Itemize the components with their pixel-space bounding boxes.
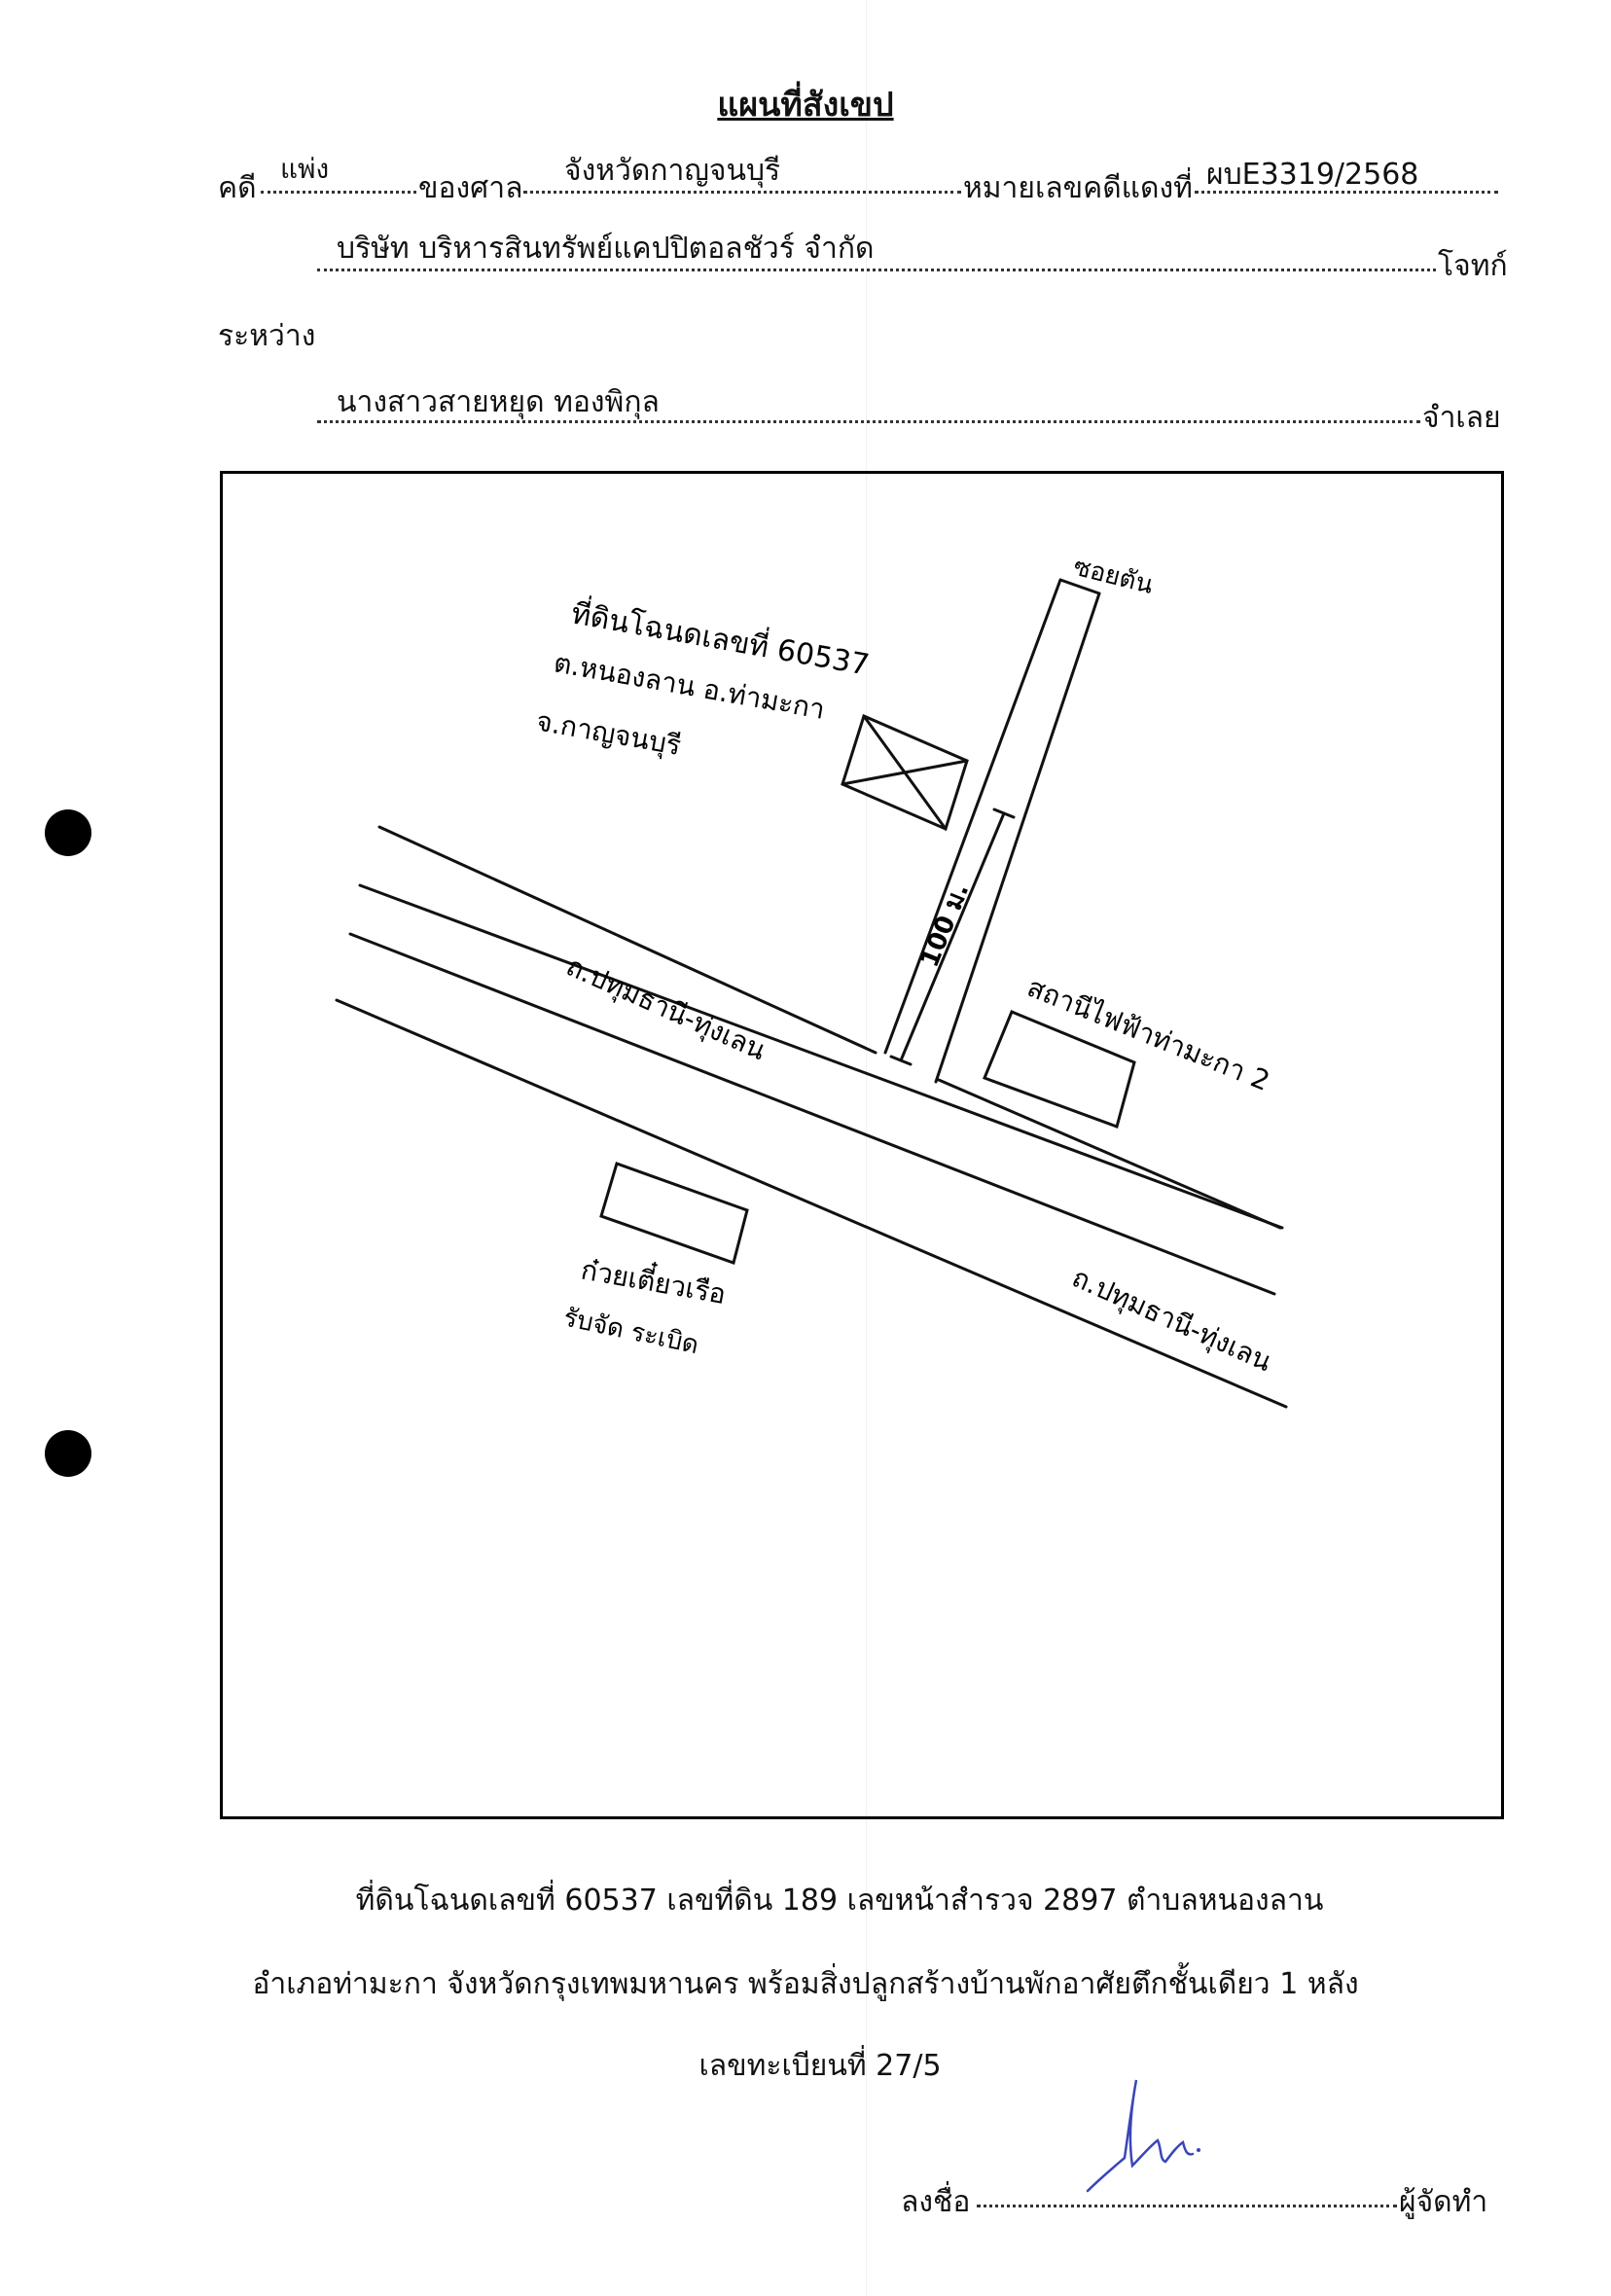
main-road-edge-2b <box>937 1078 1282 1230</box>
signature-scribble <box>1086 2079 1200 2193</box>
road-label-lower: ถ.ปทุมธานี-ทุ่งเลน <box>1067 1261 1276 1379</box>
shop-box <box>599 1162 749 1265</box>
red-case-number-value: ผบE3319/2568 <box>1206 158 1419 192</box>
main-road-edge-4 <box>335 998 1288 1409</box>
defendant-name-value: นางสาวสายหยุด ทองพิกุล <box>337 385 660 419</box>
description-line-3: เลขทะเบียนที่ 27/5 <box>698 2049 942 2083</box>
red-case-label: หมายเลขคดีแดงที่ <box>963 171 1193 205</box>
distance-line <box>899 811 1006 1062</box>
sign-label: ลงชื่อ <box>901 2185 971 2219</box>
defendant-dots <box>317 420 1420 423</box>
role-label: ผู้จัดทำ <box>1399 2185 1488 2219</box>
plaintiff-dots <box>317 269 1436 271</box>
red-case-dots <box>1195 191 1498 194</box>
main-road-edge-3 <box>348 932 1276 1296</box>
station-label: สถานีไฟฟ้าท่ามะกา 2 <box>1022 971 1273 1097</box>
main-road-edge-2 <box>358 883 1284 1230</box>
paper-fold-line <box>866 0 867 2296</box>
soi-edge-left <box>883 578 1062 1055</box>
case-type-value: แพ่ง <box>280 153 330 185</box>
case-type-dots <box>261 191 416 194</box>
soi-edge-right <box>934 592 1101 1084</box>
shop-label-line2: รับจัด ระเบิด <box>561 1304 701 1361</box>
land-parcel-x2 <box>841 759 969 786</box>
map-frame <box>220 471 1504 1819</box>
punch-hole-bottom <box>45 1430 91 1477</box>
description-line-1: ที่ดินโฉนดเลขที่ 60537 เลขที่ดิน 189 เลข… <box>355 1883 1324 1918</box>
plaintiff-name-value: บริษัท บริหารสินทรัพย์แคปปิตอลชัวร์ จำกั… <box>337 232 875 266</box>
substation-box <box>983 1010 1136 1129</box>
distance-label: 100 ม. <box>915 879 976 972</box>
court-name-value: จังหวัดกาญจนบุรี <box>564 154 781 188</box>
defendant-label: จำเลย <box>1422 401 1501 435</box>
description-line-2: อำเภอท่ามะกา จังหวัดกรุงเทพมหานคร พร้อมส… <box>252 1967 1359 2001</box>
case-label: คดี <box>218 171 257 205</box>
soi-label: ซอยตัน <box>1070 553 1156 600</box>
distance-tick-top <box>992 807 1016 819</box>
road-label-upper: ถ.ปทุมธานี-ทุ่งเลน <box>561 950 770 1067</box>
plaintiff-label: โจทก์ <box>1438 249 1508 283</box>
distance-tick-bottom <box>889 1055 913 1066</box>
court-name-dots <box>523 191 961 194</box>
land-label-line3: จ.กาญจนบุรี <box>534 704 684 763</box>
main-road-edge-1 <box>377 825 877 1055</box>
punch-hole-top <box>45 809 91 856</box>
shop-label-line1: ก๋วยเตี๋ยวเรือ <box>579 1249 730 1310</box>
sign-dots <box>977 2205 1397 2207</box>
between-label: ระหว่าง <box>218 319 316 353</box>
page-title: แผนที่สังเขป <box>717 86 894 125</box>
court-label: ของศาล <box>418 171 523 205</box>
soi-end <box>1058 578 1101 595</box>
